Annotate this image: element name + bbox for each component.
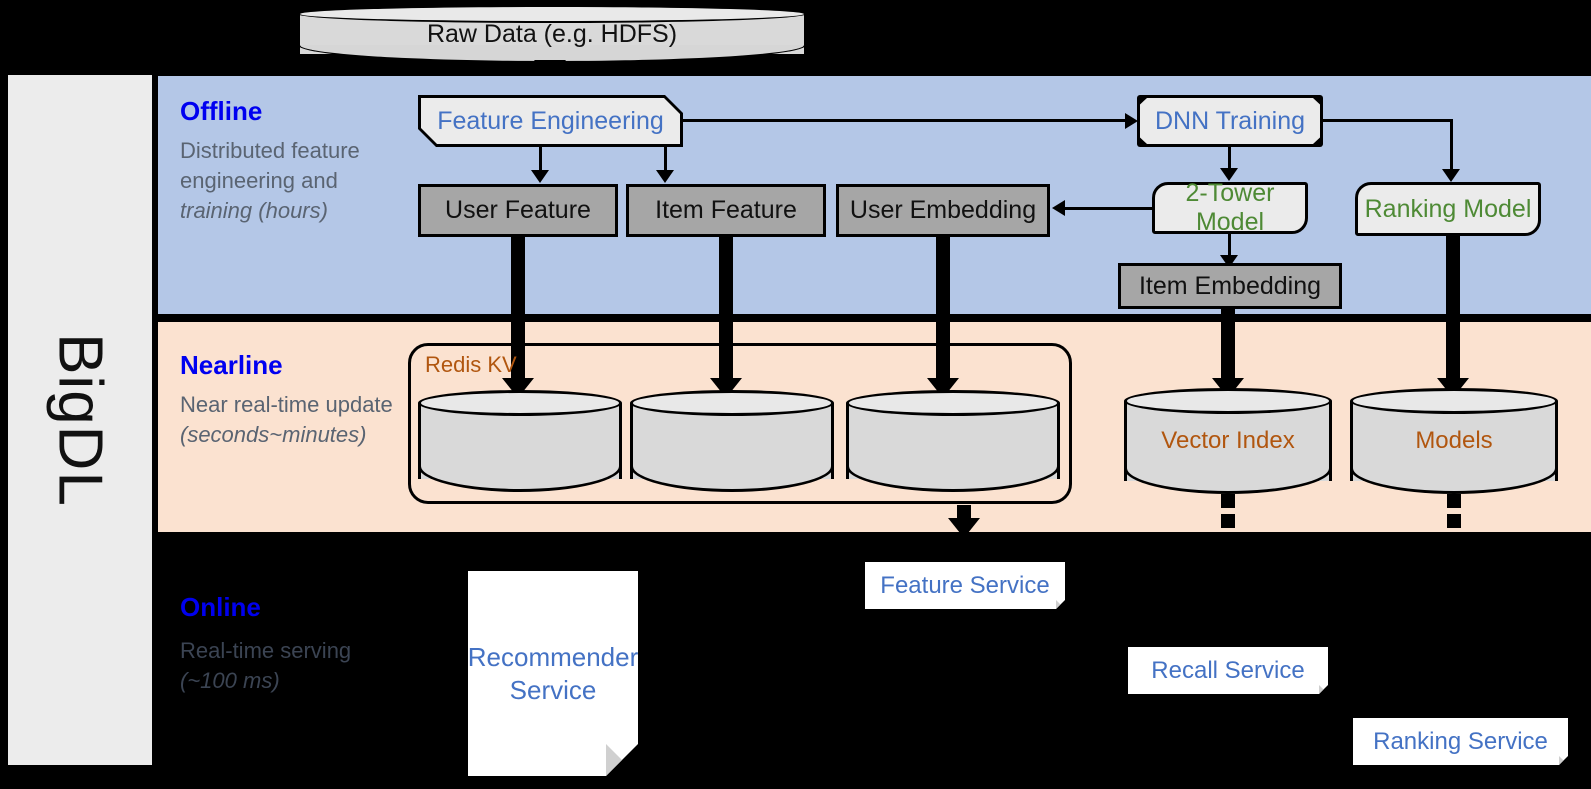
redis-kv-label: Redis KV <box>425 352 517 377</box>
online-subtitle: Real-time serving (~100 ms) <box>180 636 410 696</box>
online-subtitle-italic: (~100 ms) <box>180 668 280 694</box>
offline-subtitle: Distributed feature engineering and trai… <box>180 136 410 226</box>
pipe-itemembedding-vectorindex <box>1221 309 1235 385</box>
recall-service-label: Recall Service <box>1151 656 1305 684</box>
online-subtitle-plain: Real-time serving <box>180 638 352 663</box>
page-fold-icon <box>1559 756 1568 765</box>
connector-dnn-ranking-v <box>1450 119 1453 172</box>
arrow-redis-featureservice <box>948 518 980 538</box>
redis-store-3-label <box>846 390 1060 492</box>
arrow-fe-dnn <box>1125 113 1138 129</box>
connector-dnn-twotower <box>1228 147 1231 171</box>
models-cylinder[interactable]: Models <box>1350 388 1558 494</box>
two-tower-model-label: 2-Tower Model <box>1185 179 1275 236</box>
dnn-training-node[interactable]: DNN Training <box>1137 95 1323 147</box>
connector-fe-dnn <box>683 119 1127 122</box>
connector-twotower-userembedding <box>1065 207 1155 210</box>
bigdl-sidebar: BigDL <box>8 75 152 765</box>
vector-index-cylinder[interactable]: Vector Index <box>1124 388 1332 494</box>
raw-data-cylinder: Raw Data (e.g. HDFS) <box>298 5 806 63</box>
ranking-service-label: Ranking Service <box>1373 727 1548 755</box>
nearline-subtitle-italic: (seconds~minutes) <box>180 422 367 448</box>
feature-engineering-label: Feature Engineering <box>437 106 664 135</box>
user-feature-box[interactable]: User Feature <box>418 184 618 237</box>
item-feature-box[interactable]: Item Feature <box>626 184 826 237</box>
models-label: Models <box>1415 427 1493 454</box>
cylinder-top <box>298 5 806 23</box>
cylinder-top <box>418 390 622 416</box>
arrow-twotower-userembedding <box>1052 200 1065 216</box>
ranking-service-card[interactable]: Ranking Service <box>1353 718 1568 765</box>
arrow-dnn-twotower <box>1220 168 1238 181</box>
redis-store-1[interactable] <box>418 390 622 492</box>
user-embedding-label: User Embedding <box>849 196 1037 224</box>
feature-engineering-node[interactable]: Feature Engineering <box>418 95 683 147</box>
page-fold-icon <box>1319 685 1328 694</box>
cylinder-top <box>630 390 834 416</box>
connector-vectorindex-recall-stub2 <box>1221 514 1235 528</box>
connector-models-ranking-stub1 <box>1447 494 1461 508</box>
two-tower-model-box[interactable]: 2-Tower Model <box>1152 179 1308 236</box>
connector-vectorindex-recall-stub1 <box>1221 494 1235 508</box>
page-fold-icon <box>1056 600 1065 609</box>
connector-fe-userfeature <box>539 147 542 172</box>
dnn-training-label: DNN Training <box>1154 106 1306 135</box>
arrow-rawdata-fe <box>534 60 566 80</box>
redis-store-2-label <box>630 390 834 492</box>
redis-store-3[interactable] <box>846 390 1060 492</box>
online-title: Online <box>180 592 261 622</box>
recommender-service-card[interactable]: Recommender Service <box>468 571 638 776</box>
item-embedding-box[interactable]: Item Embedding <box>1118 263 1342 309</box>
redis-store-1-label <box>418 390 622 492</box>
connector-fe-itemfeature <box>664 147 667 172</box>
pipe-itemfeature-store <box>719 237 733 385</box>
nearline-subtitle-plain: Near real-time update <box>180 392 393 417</box>
user-feature-label: User Feature <box>445 196 591 224</box>
cylinder-top <box>1350 388 1558 414</box>
pipe-rankingmodel-models <box>1446 236 1460 385</box>
recall-service-card[interactable]: Recall Service <box>1128 647 1328 694</box>
connector-twotower-itemembedding <box>1228 234 1231 258</box>
vector-index-label: Vector Index <box>1161 427 1295 454</box>
ranking-model-label: Ranking Model <box>1364 194 1532 223</box>
raw-data-label: Raw Data (e.g. HDFS) <box>426 19 678 48</box>
item-feature-label: Item Feature <box>655 196 797 224</box>
connector-models-ranking-stub2 <box>1447 514 1461 528</box>
pipe-userfeature-store <box>511 237 525 385</box>
arrow-dnn-ranking <box>1442 169 1460 182</box>
offline-subtitle-plain: Distributed feature engineering and <box>180 138 360 194</box>
nearline-title: Nearline <box>180 350 283 380</box>
offline-title: Offline <box>180 96 263 126</box>
connector-dnn-ranking-h <box>1323 119 1453 122</box>
pipe-userembedding-store <box>936 237 950 385</box>
cylinder-top <box>1124 388 1332 414</box>
recommender-service-label: Recommender Service <box>467 642 639 705</box>
redis-store-2[interactable] <box>630 390 834 492</box>
connector-redis-featureservice-stub <box>957 505 971 519</box>
arrow-fe-itemfeature <box>656 170 674 183</box>
feature-service-label: Feature Service <box>880 571 1050 599</box>
node-inner: Feature Engineering <box>421 98 680 144</box>
ranking-model-box[interactable]: Ranking Model <box>1355 182 1541 236</box>
feature-service-card[interactable]: Feature Service <box>865 562 1065 609</box>
user-embedding-box[interactable]: User Embedding <box>836 184 1050 237</box>
nearline-subtitle: Near real-time update (seconds~minutes) <box>180 390 410 450</box>
redis-kv-container <box>408 343 1072 504</box>
offline-subtitle-italic: training (hours) <box>180 198 328 224</box>
cylinder-top <box>846 390 1060 416</box>
arrow-fe-userfeature <box>531 170 549 183</box>
node-inner: DNN Training <box>1140 98 1320 144</box>
item-embedding-label: Item Embedding <box>1138 271 1322 300</box>
bigdl-label: BigDL <box>45 333 115 507</box>
